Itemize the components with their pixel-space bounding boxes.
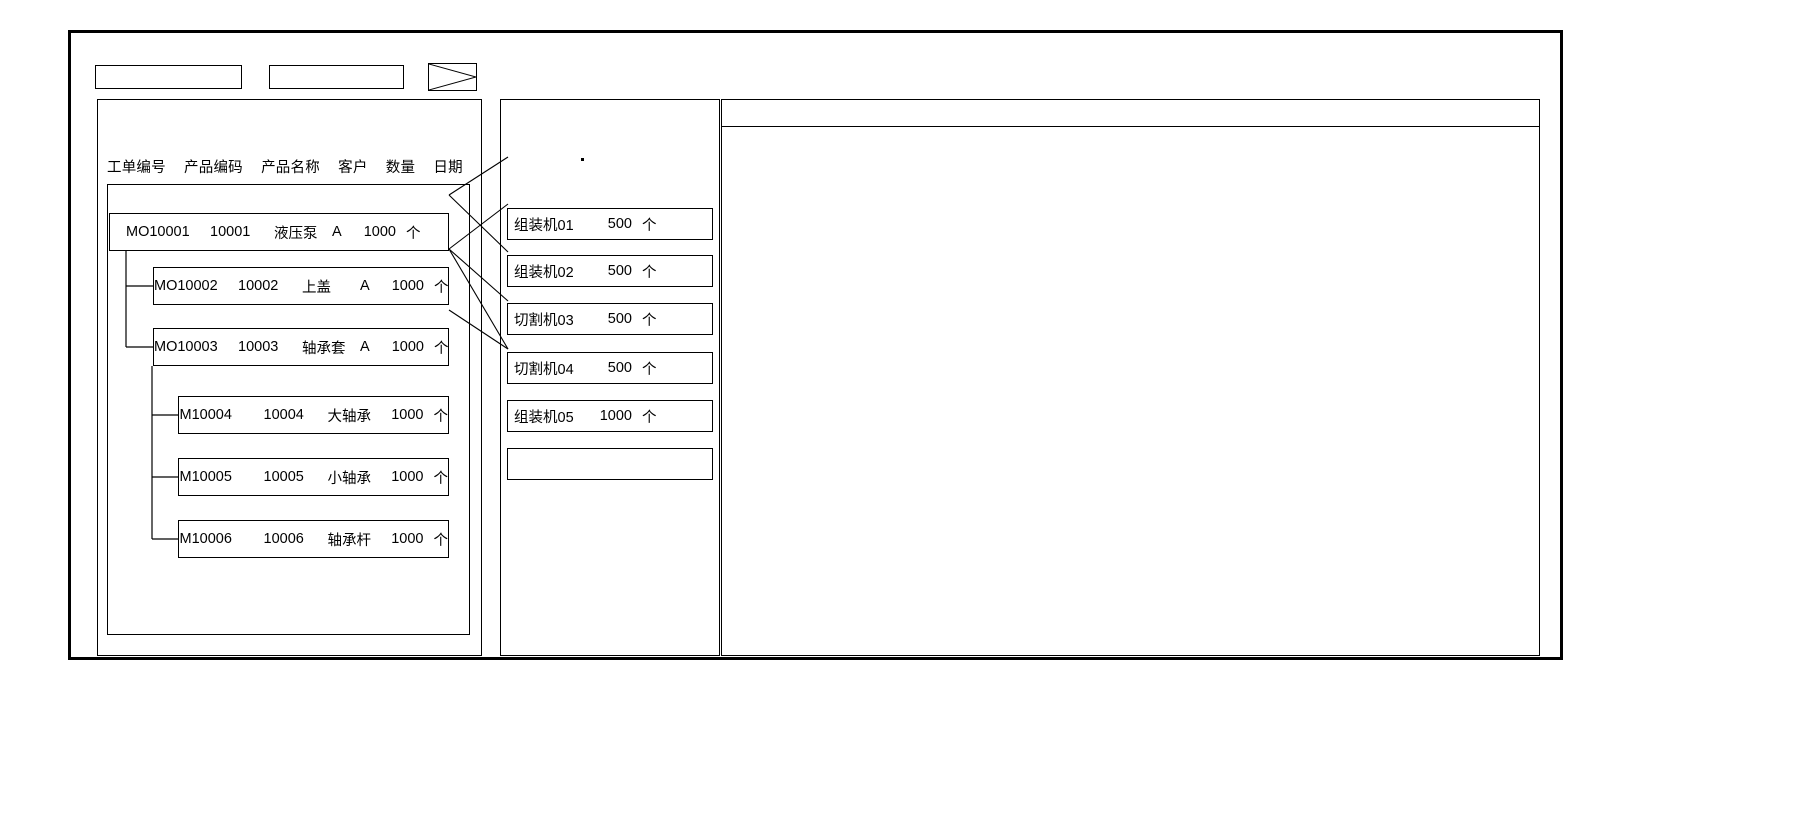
cell-product-code: 10004: [263, 407, 304, 423]
column-header-order-no: 工单编号: [107, 160, 166, 176]
list-item-empty[interactable]: [507, 448, 713, 480]
list-item[interactable]: 切割机04 500 个: [507, 352, 713, 384]
cell-product-name: 轴承杆: [327, 532, 372, 549]
order-tree-container: MO10001 10001 液压泵 A 1000 个 MO10002 10002…: [107, 184, 470, 635]
cell-product-name: 小轴承: [327, 470, 372, 487]
machine-name: 组装机01: [514, 217, 574, 234]
cell-quantity: 1000: [391, 531, 424, 547]
image-placeholder-cross-icon: [429, 64, 476, 90]
machine-name: 组装机05: [514, 409, 574, 426]
cell-product-code: 10005: [263, 469, 304, 485]
cell-order-no: MO10003: [154, 339, 218, 355]
cell-unit: 个: [433, 532, 449, 549]
cell-customer: A: [360, 278, 370, 294]
machine-qty: 500: [607, 360, 632, 376]
cell-product-code: 10006: [263, 531, 304, 547]
cell-order-no: MO10002: [154, 278, 218, 294]
table-row[interactable]: MO10001 10001 液压泵 A 1000 个: [109, 213, 449, 251]
cell-quantity: 1000: [391, 339, 424, 355]
machine-qty: 500: [607, 263, 632, 279]
cell-unit: 个: [433, 408, 449, 425]
order-table-header: 工单编号 产品编码 产品名称 客户 数量 日期: [107, 156, 463, 177]
application-window: 工单编号 产品编码 产品名称 客户 数量 日期 MO10001: [68, 30, 1563, 660]
list-item[interactable]: 切割机03 500 个: [507, 303, 713, 335]
cell-product-name: 轴承套: [302, 340, 346, 357]
cell-product-code: 10001: [210, 224, 251, 240]
cell-order-no: M10005: [179, 469, 232, 485]
toolbar-field-1[interactable]: [95, 65, 242, 89]
machine-name: 组装机02: [514, 264, 574, 281]
machine-unit: 个: [642, 217, 657, 234]
detail-panel: [721, 99, 1540, 656]
cell-quantity: 1000: [363, 224, 396, 240]
machine-qty: 500: [607, 311, 632, 327]
cell-unit: 个: [406, 225, 421, 242]
cell-unit: 个: [433, 470, 449, 487]
machine-unit: 个: [642, 409, 657, 426]
cell-product-name: 大轴承: [327, 408, 372, 425]
machine-unit: 个: [642, 264, 657, 281]
detail-panel-divider: [722, 126, 1539, 127]
column-header-quantity: 数量: [385, 160, 416, 176]
table-row[interactable]: MO10003 10003 轴承套 A 1000 个: [153, 328, 449, 366]
machine-schedule-panel: 组装机01 500 个 组装机02 500 个 切割机03 500 个 切割机0…: [500, 99, 720, 656]
cell-product-code: 10003: [238, 339, 279, 355]
cell-quantity: 1000: [391, 407, 424, 423]
table-row[interactable]: M10006 10006 轴承杆 1000 个: [178, 520, 449, 558]
machine-name: 切割机04: [514, 361, 574, 378]
list-item[interactable]: 组装机02 500 个: [507, 255, 713, 287]
cell-unit: 个: [434, 279, 449, 296]
machine-qty: 1000: [599, 408, 632, 424]
cell-order-no: M10006: [179, 531, 232, 547]
cell-quantity: 1000: [391, 469, 424, 485]
panel-marker-dot: [581, 158, 584, 161]
cell-quantity: 1000: [391, 278, 424, 294]
cell-customer: A: [360, 339, 370, 355]
order-list-panel: 工单编号 产品编码 产品名称 客户 数量 日期 MO10001: [97, 99, 482, 656]
toolbar-field-2[interactable]: [269, 65, 404, 89]
column-header-product-name: 产品名称: [261, 160, 320, 176]
cell-order-no: M10004: [179, 407, 232, 423]
column-header-customer: 客户: [338, 160, 368, 176]
table-row[interactable]: MO10002 10002 上盖 A 1000 个: [153, 267, 449, 305]
cell-customer: A: [332, 224, 342, 240]
cell-product-name: 上盖: [302, 279, 331, 296]
cell-product-code: 10002: [238, 278, 279, 294]
list-item[interactable]: 组装机05 1000 个: [507, 400, 713, 432]
table-row[interactable]: M10004 10004 大轴承 1000 个: [178, 396, 449, 434]
cell-unit: 个: [434, 340, 449, 357]
table-row[interactable]: M10005 10005 小轴承 1000 个: [178, 458, 449, 496]
column-header-product-code: 产品编码: [184, 160, 243, 176]
machine-name: 切割机03: [514, 312, 574, 329]
cell-product-name: 液压泵: [274, 225, 318, 242]
cell-order-no: MO10001: [126, 224, 190, 240]
machine-unit: 个: [642, 361, 657, 378]
list-item[interactable]: 组装机01 500 个: [507, 208, 713, 240]
image-placeholder-icon[interactable]: [428, 63, 477, 91]
machine-unit: 个: [642, 312, 657, 329]
machine-qty: 500: [607, 216, 632, 232]
toolbar: [71, 33, 1560, 95]
column-header-date: 日期: [433, 160, 463, 176]
